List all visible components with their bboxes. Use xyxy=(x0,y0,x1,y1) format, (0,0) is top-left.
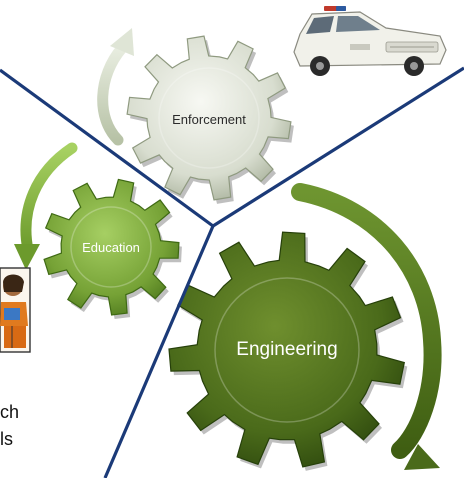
engineering-gear-label: Engineering xyxy=(236,339,337,360)
teacher-icon xyxy=(0,267,31,353)
cut-off-text-line-1: ch xyxy=(0,402,20,422)
gear-enforcement-body xyxy=(126,35,292,201)
enforcement-cycle-arrow xyxy=(97,28,134,146)
police-car-icon xyxy=(293,6,447,76)
segment-dividers xyxy=(0,66,464,478)
education-gear-label: Education xyxy=(82,240,140,255)
engineering-gear xyxy=(168,231,408,471)
gear-engineering-body xyxy=(168,231,405,468)
gear-enforcement-hub xyxy=(158,67,260,169)
cut-off-text-line-2: ls xyxy=(0,429,13,449)
education-cycle-arrow xyxy=(14,142,78,270)
gear-engineering-hub xyxy=(214,277,360,423)
gear-education-body xyxy=(43,178,180,316)
engineering-cycle-arrow xyxy=(291,183,442,470)
education-gear xyxy=(43,178,182,319)
enforcement-gear xyxy=(126,35,294,204)
gear-education-hub xyxy=(70,206,152,288)
enforcement-gear-label: Enforcement xyxy=(172,112,246,127)
